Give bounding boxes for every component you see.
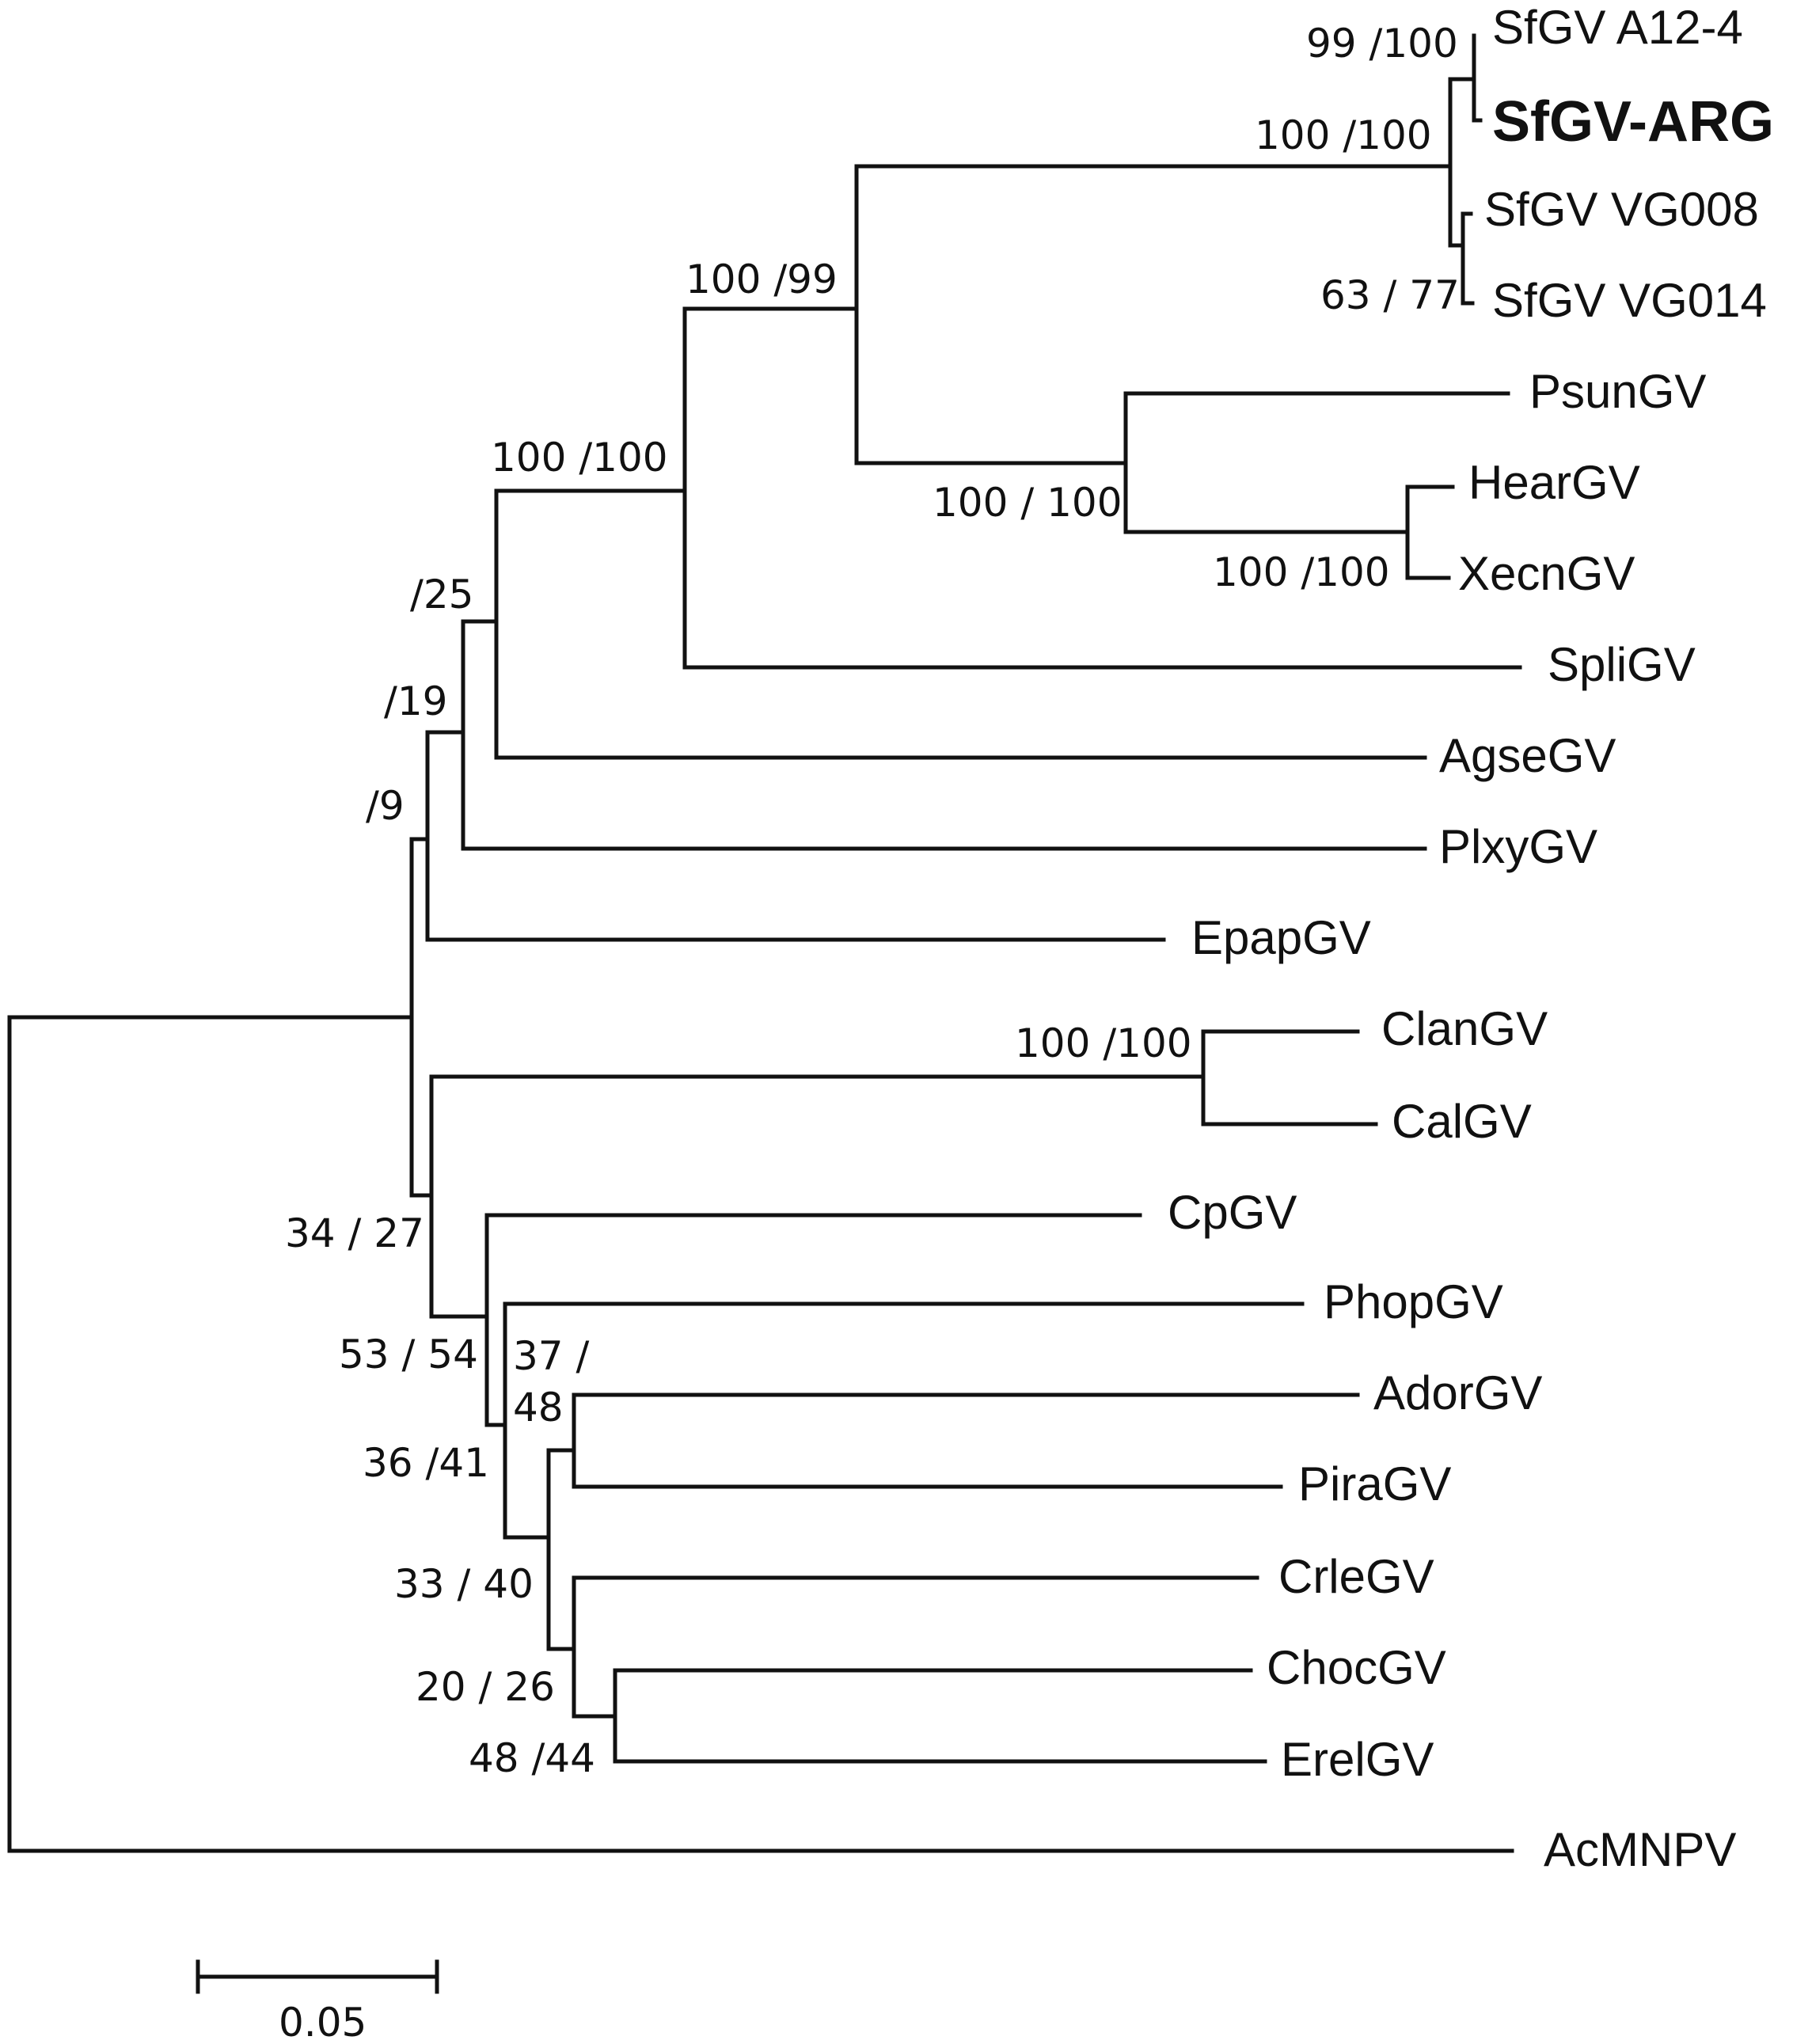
- taxon-xecngv: XecnGV: [1458, 547, 1635, 600]
- taxon-agsegv: AgseGV: [1439, 729, 1616, 782]
- taxon-labels: SfGV A12-4 SfGV-ARG SfGV VG008 SfGV VG01…: [1168, 1, 1774, 1876]
- taxon-piragv: PiraGV: [1298, 1457, 1451, 1510]
- taxon-clangv: ClanGV: [1381, 1002, 1548, 1055]
- taxon-sfgv-arg: SfGV-ARG: [1492, 90, 1774, 154]
- support-value: 100 /100: [491, 435, 668, 481]
- scale-bar: 0.05: [196, 1959, 439, 2044]
- support-value: 37 /: [513, 1333, 590, 1379]
- taxon-spligv: SpliGV: [1548, 638, 1696, 691]
- taxon-crlegv: CrleGV: [1278, 1550, 1434, 1603]
- support-value: 63 / 77: [1320, 272, 1460, 318]
- support-values: 99 /100 100 /100 63 / 77 100 /99 100 /10…: [285, 21, 1460, 1781]
- taxon-phopgv: PhopGV: [1324, 1275, 1503, 1328]
- taxon-adorgv: AdorGV: [1373, 1366, 1542, 1419]
- taxon-psungv: PsunGV: [1529, 365, 1706, 418]
- branch-a124-vertical: [1472, 33, 1483, 123]
- support-value: 20 / 26: [416, 1664, 555, 1710]
- support-value: 100 /100: [1255, 112, 1432, 158]
- taxon-heargv: HearGV: [1468, 456, 1640, 509]
- taxon-erelgv: ErelGV: [1281, 1733, 1434, 1786]
- support-value: /19: [384, 678, 447, 724]
- tree-branches: [7, 33, 1522, 1853]
- taxon-sfgv-vg008: SfGV VG008: [1484, 183, 1759, 236]
- support-value: 99 /100: [1306, 21, 1458, 66]
- support-value: 33 / 40: [394, 1561, 534, 1607]
- scale-bar-label: 0.05: [279, 2000, 367, 2044]
- support-value: 48: [513, 1385, 564, 1430]
- support-value: /25: [410, 572, 473, 617]
- support-value: /9: [366, 783, 405, 829]
- support-value: 48 /44: [469, 1735, 595, 1781]
- support-value: 36 /41: [363, 1440, 489, 1486]
- taxon-plxygv: PlxyGV: [1439, 820, 1597, 873]
- branch-ingroup-node: [409, 837, 434, 1198]
- taxon-chocgv: ChocGV: [1267, 1641, 1446, 1694]
- support-value: 100 /100: [1015, 1020, 1192, 1066]
- support-value: 100 /100: [1213, 549, 1390, 595]
- branch-root: [7, 1015, 414, 1853]
- taxon-cpgv: CpGV: [1168, 1186, 1297, 1239]
- support-value: 100 / 100: [933, 480, 1123, 526]
- branch-vg-vertical: [1461, 211, 1475, 306]
- support-value: 34 / 27: [285, 1210, 424, 1256]
- taxon-acmnpv: AcMNPV: [1544, 1823, 1736, 1876]
- taxon-sfgv-a12-4: SfGV A12-4: [1492, 1, 1743, 54]
- support-value: 53 / 54: [339, 1332, 478, 1377]
- support-value: 100 /99: [686, 256, 838, 302]
- taxon-calgv: CalGV: [1392, 1095, 1532, 1148]
- taxon-epapgv: EpapGV: [1191, 911, 1371, 964]
- taxon-sfgv-vg014: SfGV VG014: [1492, 274, 1767, 327]
